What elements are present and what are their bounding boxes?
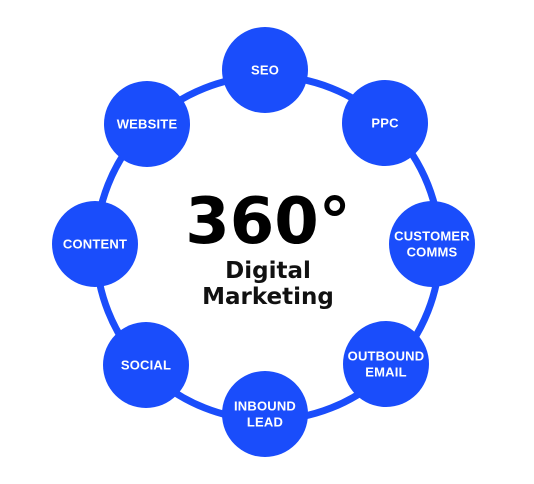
center-line-2: Marketing [202, 284, 334, 310]
node-label: PPC [371, 116, 399, 131]
node-ppc: PPC [342, 80, 428, 166]
node-seo: SEO [222, 27, 308, 113]
node-label: SEO [251, 63, 279, 78]
node-circle [222, 27, 308, 113]
node-label: EMAIL [365, 365, 406, 380]
node-social: SOCIAL [103, 322, 189, 408]
node-label: CONTENT [63, 237, 127, 252]
node-label: COMMS [407, 245, 458, 260]
node-circle [343, 321, 429, 407]
node-circle [103, 322, 189, 408]
node-circle [222, 371, 308, 457]
node-circle [389, 201, 475, 287]
node-label: SOCIAL [121, 358, 171, 373]
node-label: CUSTOMER [394, 229, 470, 244]
node-content: CONTENT [52, 201, 138, 287]
node-circle [342, 80, 428, 166]
node-circle [52, 201, 138, 287]
center-line-1: Digital [225, 258, 311, 284]
node-label: LEAD [247, 415, 283, 430]
node-label: WEBSITE [117, 117, 178, 132]
node-label: INBOUND [234, 399, 296, 414]
node-label: OUTBOUND [348, 349, 425, 364]
center-label: 360° Digital Marketing [185, 185, 351, 310]
node-website: WEBSITE [104, 81, 190, 167]
center-title: 360° [185, 185, 351, 259]
node-circle [104, 81, 190, 167]
